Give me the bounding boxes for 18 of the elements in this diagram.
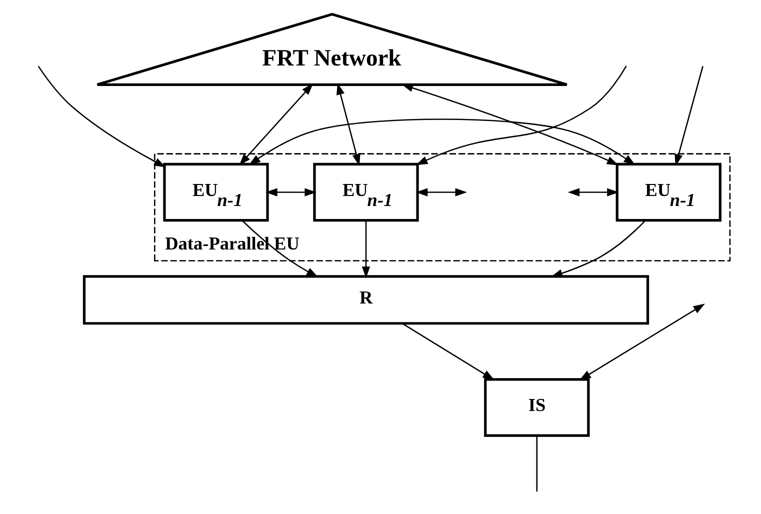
arrow [578, 303, 705, 380]
arrow [550, 220, 646, 277]
arrow [238, 82, 313, 165]
arrow [265, 188, 316, 196]
arrow [567, 188, 618, 196]
arrow [401, 322, 494, 380]
arrow [400, 83, 618, 165]
arrow [361, 220, 370, 278]
node-box: IS [484, 378, 590, 436]
connector [536, 435, 538, 492]
arrow [674, 66, 703, 166]
arrow [241, 219, 318, 277]
arrow [37, 65, 166, 167]
arrow [415, 188, 467, 196]
node-box: R [82, 274, 649, 324]
arrow [248, 118, 635, 165]
arrow [336, 82, 360, 166]
arrow [415, 65, 626, 165]
